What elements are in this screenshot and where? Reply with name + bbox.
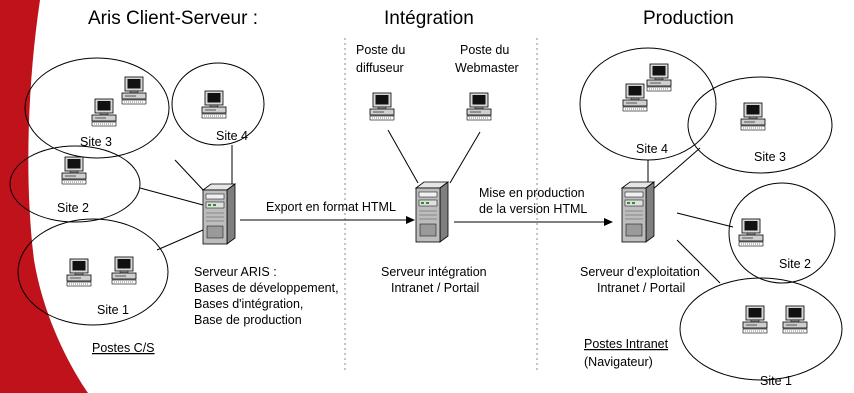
server-icon: [202, 183, 236, 245]
site-1-client[interactable]: Site 1: [17, 218, 169, 326]
export-arrow: Export en format HTML: [240, 200, 415, 224]
header-integration: Intégration: [384, 8, 474, 29]
svg-text:Serveur d'exploitation: Serveur d'exploitation: [580, 265, 700, 279]
integration-server[interactable]: Serveur intégration Intranet / Portail: [381, 181, 487, 295]
svg-text:Site 1: Site 1: [97, 303, 129, 317]
client-links: [139, 145, 233, 251]
svg-text:Export en format HTML: Export en format HTML: [266, 200, 396, 214]
site-4-prod[interactable]: Site 4: [579, 47, 717, 161]
svg-text:Webmaster: Webmaster: [455, 61, 519, 75]
navigateur-label: (Navigateur): [584, 355, 653, 369]
svg-text:Site 4: Site 4: [216, 129, 248, 143]
svg-text:Bases d'intégration,: Bases d'intégration,: [194, 297, 303, 311]
header-production: Production: [643, 8, 734, 29]
postes-cs-label: Postes C/S: [92, 341, 155, 355]
postes-intranet-label: Postes Intranet: [584, 337, 669, 351]
svg-text:Site 3: Site 3: [80, 135, 112, 149]
svg-text:Poste du: Poste du: [460, 43, 509, 57]
site-1-prod[interactable]: Site 1: [679, 277, 843, 388]
svg-text:Serveur intégration: Serveur intégration: [381, 265, 487, 279]
integration-links: [387, 129, 481, 184]
svg-text:Base de production: Base de production: [194, 313, 302, 327]
site-4-client[interactable]: Site 4: [171, 62, 265, 146]
poste-diffuseur[interactable]: Poste du diffuseur: [356, 43, 405, 121]
production-arrow: Mise en production de la version HTML: [454, 186, 613, 226]
svg-text:Site 4: Site 4: [636, 142, 668, 156]
server-icon: [415, 181, 449, 243]
exploitation-server[interactable]: Serveur d'exploitation Intranet / Portai…: [580, 181, 700, 295]
header-client-server: Aris Client-Serveur :: [88, 8, 258, 29]
svg-text:Site 2: Site 2: [779, 257, 811, 271]
pc-icon: [369, 92, 395, 121]
pc-icon: [466, 92, 492, 121]
accent-bar: [0, 0, 88, 393]
svg-text:Intranet / Portail: Intranet / Portail: [597, 281, 685, 295]
svg-text:Site 1: Site 1: [760, 374, 792, 388]
svg-text:de la version HTML: de la version HTML: [479, 202, 587, 216]
site-2-prod[interactable]: Site 2: [728, 182, 836, 284]
site-3-prod[interactable]: Site 3: [687, 76, 833, 174]
svg-text:Intranet / Portail: Intranet / Portail: [391, 281, 479, 295]
svg-text:Bases de développement,: Bases de développement,: [194, 281, 339, 295]
svg-text:Poste du: Poste du: [356, 43, 405, 57]
svg-text:Serveur ARIS :: Serveur ARIS :: [194, 265, 277, 279]
poste-webmaster[interactable]: Poste du Webmaster: [455, 43, 519, 121]
server-icon: [621, 181, 655, 243]
svg-text:Site 2: Site 2: [57, 201, 89, 215]
svg-text:Mise en production: Mise en production: [479, 186, 585, 200]
prod-links: [647, 147, 734, 284]
svg-text:Site 3: Site 3: [754, 150, 786, 164]
aris-server[interactable]: Serveur ARIS : Bases de développement, B…: [194, 183, 339, 327]
site-2-client[interactable]: Site 2: [9, 145, 141, 223]
svg-text:diffuseur: diffuseur: [356, 61, 404, 75]
site-3-client[interactable]: Site 3: [24, 57, 170, 159]
